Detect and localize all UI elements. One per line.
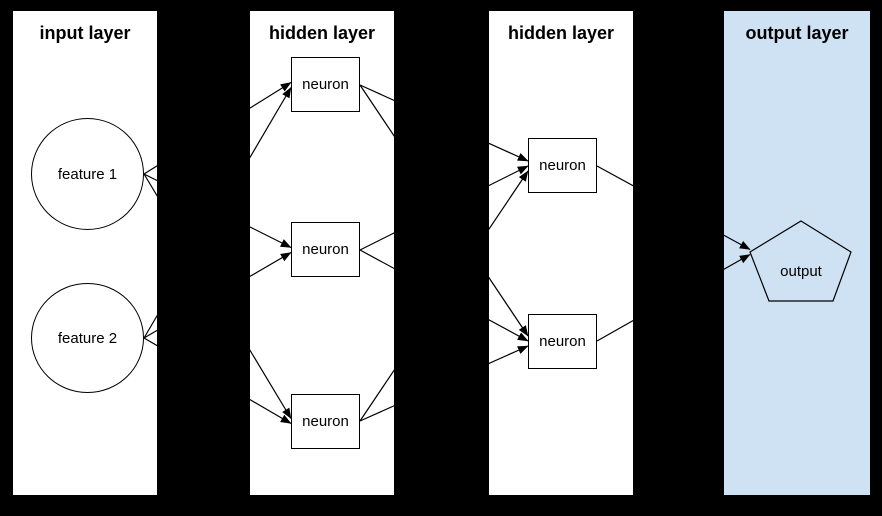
edge-h1n1-to-h2n1 [359, 84, 529, 162]
edge-h2n2-to-out [596, 253, 751, 342]
edge-f2-to-h1n1 [143, 86, 292, 339]
node-hidden2-neuron-2-label: neuron [539, 333, 586, 350]
node-hidden1-neuron-3-label: neuron [302, 413, 349, 430]
node-output-label: output [780, 262, 822, 280]
edge-h2n1-to-out [596, 165, 751, 251]
node-hidden2-neuron-2: neuron [528, 314, 597, 369]
node-feature-1-label: feature 1 [57, 165, 118, 183]
node-output-pentagon [749, 220, 852, 302]
node-feature-2-label: feature 2 [57, 329, 118, 347]
panel-output-layer: output layer [724, 11, 870, 495]
output-layer-title: output layer [745, 23, 849, 43]
panel-hidden-layer-2: hidden layer [489, 11, 633, 495]
edge-f1-to-h1n3 [143, 173, 292, 420]
panel-input-layer: input layer [13, 11, 157, 495]
hidden-layer-2-title: hidden layer [507, 23, 615, 43]
edge-h1n3-to-h2n2 [359, 345, 529, 422]
input-layer-title: input layer [39, 23, 131, 43]
node-feature-1: feature 1 [31, 118, 144, 230]
edge-lines-group [143, 81, 751, 425]
edge-f2-to-h1n3 [143, 337, 292, 425]
node-hidden1-neuron-2: neuron [291, 222, 360, 277]
node-hidden2-neuron-1: neuron [528, 138, 597, 193]
edge-h1n2-to-h2n2 [359, 249, 529, 342]
hidden-layer-1-title: hidden layer [268, 23, 376, 43]
edge-f1-to-h1n2 [143, 173, 292, 249]
node-hidden1-neuron-1-label: neuron [302, 76, 349, 93]
edge-h1n2-to-h2n1 [359, 165, 529, 251]
edge-h1n1-to-h2n2 [359, 84, 529, 337]
node-hidden2-neuron-1-label: neuron [539, 157, 586, 174]
node-hidden1-neuron-2-label: neuron [302, 241, 349, 258]
edge-f1-to-h1n1 [143, 81, 292, 175]
node-hidden1-neuron-3: neuron [291, 394, 360, 449]
node-feature-2: feature 2 [31, 283, 144, 393]
node-hidden1-neuron-1: neuron [291, 57, 360, 112]
